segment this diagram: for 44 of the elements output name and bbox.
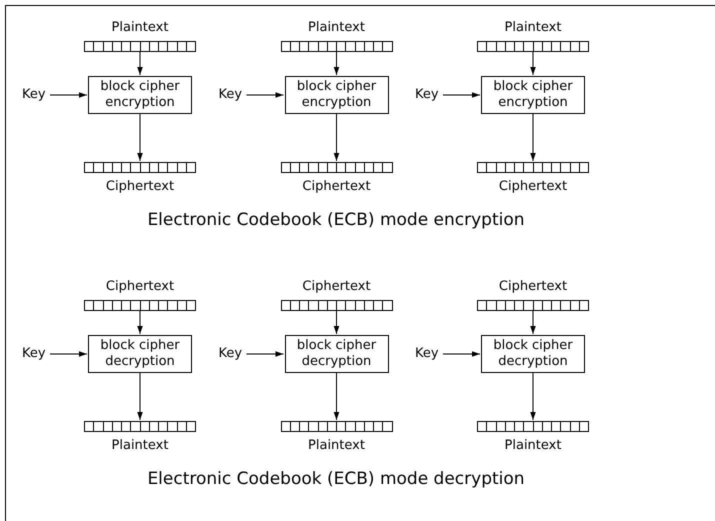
arrow <box>246 351 284 357</box>
arrow <box>50 92 88 98</box>
arrow <box>442 351 480 357</box>
cipher-box: block cipher decryption <box>88 335 192 373</box>
data-label: Plaintext <box>504 438 562 454</box>
cipher-box: block cipher encryption <box>284 76 388 114</box>
data-label: Plaintext <box>308 20 365 36</box>
data-label: Plaintext <box>112 20 168 36</box>
data-label: Ciphertext <box>106 179 174 195</box>
cipher-box: block cipher decryption <box>284 335 388 373</box>
key-label: Key <box>22 87 46 102</box>
arrow <box>334 372 340 420</box>
data-label: Plaintext <box>308 438 365 454</box>
arrow <box>137 52 143 76</box>
arrow <box>137 114 143 162</box>
diagram-caption: Electronic Codebook (ECB) mode decryption <box>146 468 526 490</box>
arrow <box>334 310 340 334</box>
arrow <box>50 351 88 357</box>
key-label: Key <box>415 346 439 361</box>
data-label: Ciphertext <box>498 279 568 295</box>
key-label: Key <box>218 87 242 102</box>
data-label: Ciphertext <box>498 179 568 195</box>
diagram-caption: Electronic Codebook (ECB) mode encryption <box>146 209 526 231</box>
arrow <box>530 310 536 334</box>
key-label: Key <box>22 346 46 361</box>
arrow <box>442 92 480 98</box>
arrow <box>530 52 536 76</box>
arrow <box>334 52 340 76</box>
data-label: Ciphertext <box>302 279 371 295</box>
arrow <box>137 372 143 420</box>
data-label: Ciphertext <box>302 179 371 195</box>
arrow <box>530 114 536 162</box>
cipher-box: block cipher encryption <box>88 76 192 114</box>
arrow <box>530 372 536 420</box>
data-label: Plaintext <box>112 438 168 454</box>
arrow <box>246 92 284 98</box>
arrow <box>334 114 340 162</box>
cipher-box: block cipher encryption <box>481 76 585 114</box>
cipher-box: block cipher decryption <box>481 335 585 373</box>
key-label: Key <box>415 87 439 102</box>
data-label: Plaintext <box>504 20 562 36</box>
data-label: Ciphertext <box>106 279 174 295</box>
key-label: Key <box>218 346 242 361</box>
arrow <box>137 310 143 334</box>
